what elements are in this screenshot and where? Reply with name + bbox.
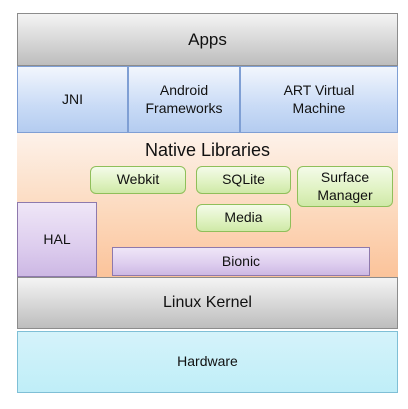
apps-layer: Apps: [17, 13, 398, 66]
linux-kernel-label: Linux Kernel: [163, 294, 252, 311]
media-library: Media: [196, 204, 291, 232]
android-frameworks-label: Android Frameworks: [145, 82, 223, 116]
hal-block: HAL: [17, 202, 97, 277]
android-frameworks-block: Android Frameworks: [128, 66, 240, 133]
native-libraries-title: Native Libraries: [144, 140, 271, 160]
hardware-label: Hardware: [177, 353, 238, 370]
bionic-label: Bionic: [221, 252, 261, 269]
hardware-layer: Hardware: [17, 331, 398, 393]
surface-manager-library: Surface Manager: [297, 166, 393, 207]
apps-label: Apps: [188, 29, 227, 49]
bionic-block: Bionic: [112, 247, 370, 276]
hal-label: HAL: [43, 230, 71, 247]
art-vm-block: ART Virtual Machine: [240, 66, 398, 133]
webkit-library: Webkit: [90, 166, 186, 194]
linux-kernel-layer: Linux Kernel: [17, 277, 398, 329]
jni-label: JNI: [62, 90, 83, 107]
art-vm-label: ART Virtual Machine: [283, 82, 355, 116]
sqlite-label: SQLite: [222, 171, 265, 188]
media-label: Media: [224, 209, 263, 226]
surface-manager-label: Surface Manager: [317, 169, 373, 203]
webkit-label: Webkit: [116, 171, 160, 188]
jni-block: JNI: [17, 66, 128, 133]
sqlite-library: SQLite: [196, 166, 291, 194]
